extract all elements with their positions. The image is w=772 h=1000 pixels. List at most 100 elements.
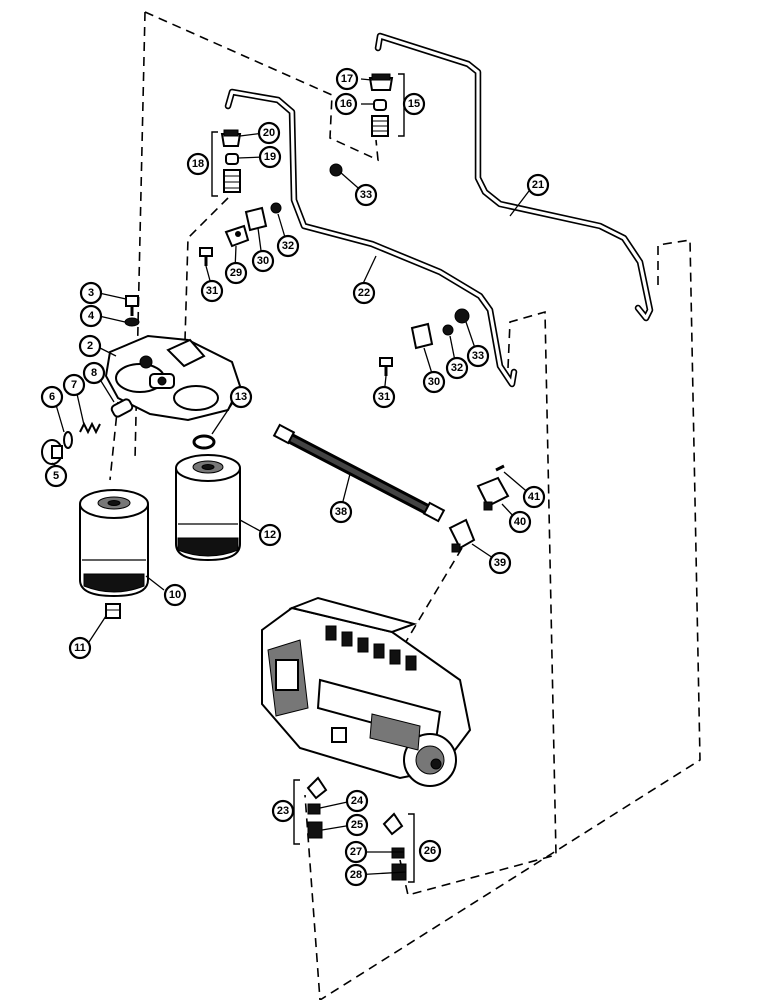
terminal-41 [495,464,505,472]
fitting-27 [391,847,405,859]
callout-26: 26 [418,839,442,863]
svg-text:24: 24 [351,795,364,807]
fitting-20-nut [220,129,242,147]
svg-text:25: 25 [351,819,363,831]
callout-32-upper: 32 [276,234,300,258]
washer-4 [124,317,140,327]
svg-text:19: 19 [264,151,276,163]
callout-30-lower: 30 [422,370,446,394]
svg-text:38: 38 [335,506,347,518]
svg-text:4: 4 [88,310,95,322]
callout-20: 20 [257,121,281,145]
svg-text:30: 30 [257,255,269,267]
svg-text:16: 16 [340,98,352,110]
injection-pump [261,596,472,787]
svg-text:23: 23 [277,805,289,817]
svg-text:32: 32 [282,240,294,252]
svg-text:12: 12 [264,529,276,541]
svg-text:17: 17 [341,73,353,85]
fitting-25 [307,821,323,839]
svg-text:21: 21 [532,179,544,191]
callout-12: 12 [258,523,282,547]
filter-12 [175,454,241,562]
svg-text:13: 13 [235,391,247,403]
svg-text:15: 15 [408,98,420,110]
callout-11: 11 [68,636,92,660]
callout-16: 16 [334,92,358,116]
callout-6: 6 [40,385,64,409]
nut-33-lower [454,308,470,324]
svg-text:20: 20 [263,127,275,139]
svg-text:40: 40 [514,516,526,528]
fitting-18-connector [223,169,241,193]
plug-5 [41,439,63,465]
callout-23: 23 [271,799,295,823]
callout-15: 15 [402,92,426,116]
callout-28: 28 [344,863,368,887]
callout-31-upper: 31 [200,279,224,303]
fitting-19-sleeve [225,153,239,165]
callout-33-lower: 33 [466,344,490,368]
svg-text:18: 18 [192,158,204,170]
spring-7 [79,421,101,435]
elbow-23 [306,776,328,800]
svg-text:31: 31 [206,285,218,297]
callout-18: 18 [186,152,210,176]
svg-text:27: 27 [350,846,362,858]
svg-text:30: 30 [428,376,440,388]
elbow-39 [448,518,476,553]
filter-head-2 [104,334,242,422]
filter-10 [79,489,149,598]
svg-text:5: 5 [53,470,59,482]
callout-3: 3 [79,281,103,305]
callout-40: 40 [508,510,532,534]
switch-40 [476,476,510,511]
svg-text:26: 26 [424,845,436,857]
callout-21: 21 [526,173,550,197]
fuel-line-21 [374,32,654,322]
svg-text:8: 8 [91,367,97,379]
fuel-line-22 [224,88,518,388]
callout-41: 41 [522,485,546,509]
lockwasher-32-upper [270,202,282,214]
svg-text:33: 33 [360,189,372,201]
fitting-15-connector [371,115,389,137]
pump-outlets [325,625,417,671]
svg-text:33: 33 [472,350,484,362]
callout-10: 10 [163,583,187,607]
callout-22: 22 [352,281,376,305]
svg-text:2: 2 [87,340,93,352]
callout-13: 13 [229,385,253,409]
svg-text:28: 28 [350,869,362,881]
valve-8 [110,398,134,418]
svg-text:22: 22 [358,287,370,299]
svg-text:6: 6 [49,391,55,403]
callout-31-lower: 31 [372,385,396,409]
svg-text:39: 39 [494,557,506,569]
screw-31-upper [199,247,213,266]
elbow-26 [382,812,404,836]
callout-17: 17 [335,67,359,91]
drain-plug-11 [105,603,121,619]
lockwasher-32-lower [442,324,454,336]
callout-25: 25 [345,813,369,837]
fitting-16-sleeve [373,99,387,111]
fitting-24 [307,803,321,815]
callout-32-lower: 32 [445,356,469,380]
callout-7: 7 [62,373,86,397]
callout-2: 2 [78,334,102,358]
callout-5: 5 [44,464,68,488]
screw-31-lower [379,357,393,376]
svg-text:29: 29 [230,267,242,279]
callout-8: 8 [82,361,106,385]
callout-29: 29 [224,261,248,285]
svg-text:3: 3 [88,287,94,299]
callout-19: 19 [258,145,282,169]
callout-38: 38 [329,500,353,524]
callout-30-upper: 30 [251,249,275,273]
callout-39: 39 [488,551,512,575]
callout-4: 4 [79,304,103,328]
svg-text:7: 7 [71,379,77,391]
fuel-hose-38 [272,423,446,523]
